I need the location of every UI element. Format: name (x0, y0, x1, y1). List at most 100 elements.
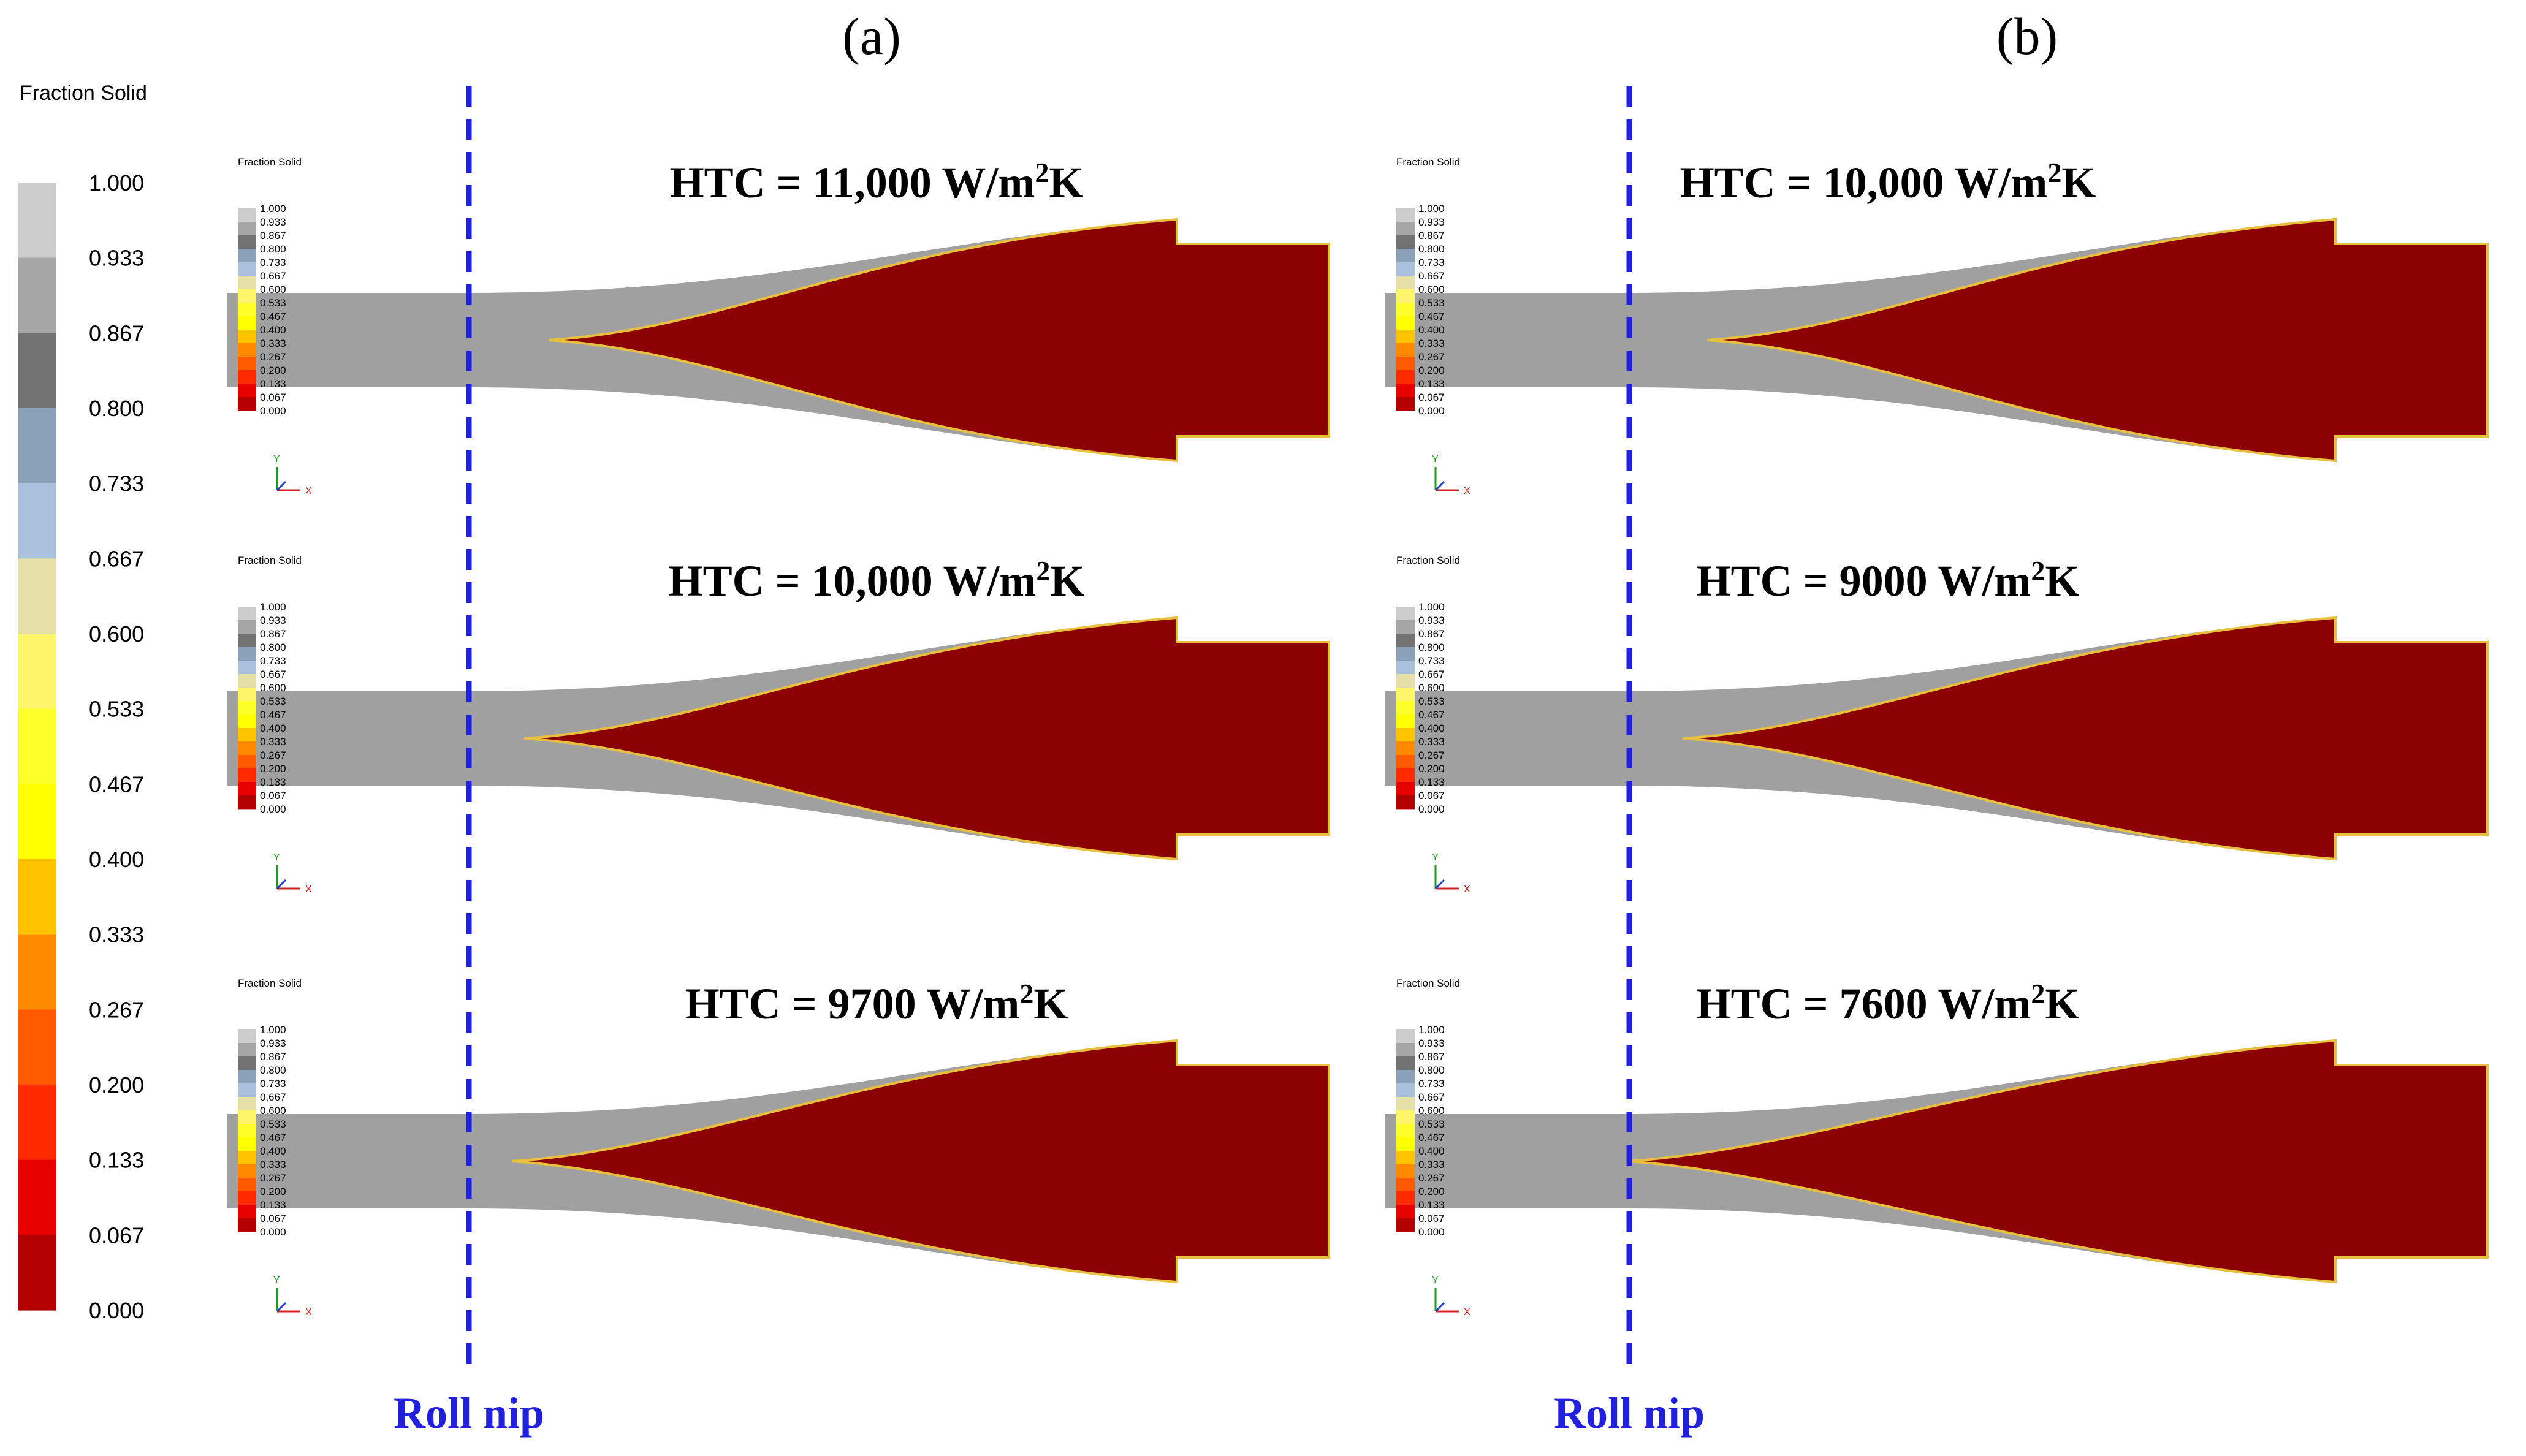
axes-triad: YX (273, 852, 312, 895)
liquid-core (1627, 1039, 2489, 1284)
mini-colorbar-swatch (238, 768, 256, 783)
mini-colorbar-tick: 0.400 (260, 324, 286, 336)
mini-colorbar-tick: 0.267 (1418, 1172, 1445, 1184)
mini-colorbar-tick: 0.333 (260, 1159, 286, 1170)
mini-colorbar-tick: 0.467 (260, 709, 286, 721)
mini-colorbar-tick: 0.000 (260, 803, 286, 815)
x-axis-label: X (1464, 486, 1470, 496)
mini-colorbar-title: Fraction Solid (238, 156, 302, 168)
axes-triad: YX (1432, 852, 1470, 895)
mini-colorbar-tick: 0.667 (1418, 270, 1445, 282)
mini-colorbar-tick: 0.800 (1418, 1064, 1445, 1076)
mini-colorbar-swatch (238, 330, 256, 344)
htc-value: HTC = 9000 W/m (1697, 556, 2031, 605)
mini-colorbar-tick: 0.467 (1418, 311, 1445, 322)
htc-value: HTC = 11,000 W/m (670, 158, 1035, 207)
mini-colorbar-swatch (1396, 384, 1415, 398)
mini-colorbar-tick: 0.333 (260, 736, 286, 748)
mini-colorbar-tick: 0.200 (260, 763, 286, 775)
liquid-core (548, 218, 1330, 463)
mini-colorbar-tick: 0.533 (1418, 297, 1445, 309)
mini-colorbar-tick: 0.467 (260, 311, 286, 322)
mini-colorbar-tick: 0.800 (260, 243, 286, 255)
mini-colorbar-tick: 0.067 (260, 1213, 286, 1224)
mini-colorbar-tick: 0.000 (1418, 405, 1445, 417)
mini-colorbar-swatch (1396, 768, 1415, 783)
mini-colorbar-swatch (1396, 1205, 1415, 1219)
mini-colorbar-tick: 0.400 (260, 722, 286, 734)
htc-value: HTC = 10,000 W/m (669, 556, 1037, 605)
z-axis-arrow (1434, 879, 1445, 890)
mini-colorbar-tick: 0.600 (260, 284, 286, 295)
mini-colorbar-title: Fraction Solid (1396, 555, 1460, 566)
mini-colorbar-swatch (238, 1070, 256, 1084)
htc-value: HTC = 10,000 W/m (1680, 158, 2048, 207)
axes-triad: YX (273, 1275, 312, 1318)
mini-colorbar-swatch (238, 1205, 256, 1219)
mini-colorbar-swatch (1396, 1097, 1415, 1111)
colorbar-tick-label: 0.800 (89, 396, 144, 421)
htc-exponent: 2 (1035, 157, 1049, 188)
htc-label: HTC = 9000 W/m2K (1697, 555, 2080, 606)
mini-colorbar-swatch (238, 370, 256, 384)
htc-exponent: 2 (2031, 555, 2045, 586)
mini-colorbar-tick: 0.467 (260, 1132, 286, 1143)
colorbar-swatch (18, 183, 56, 259)
htc-unit: K (1033, 979, 1068, 1028)
mini-colorbar-tick: 0.867 (260, 230, 286, 241)
htc-value: HTC = 9700 W/m (685, 979, 1020, 1028)
mini-colorbar-swatch (238, 1124, 256, 1138)
mini-colorbar-tick: 0.933 (260, 1037, 286, 1049)
mini-colorbar-swatch (238, 634, 256, 648)
mini-colorbar-swatch (1396, 607, 1415, 621)
mini-colorbar-swatch (1396, 1151, 1415, 1165)
colorbar-swatch (18, 333, 56, 409)
mini-colorbar-tick: 0.133 (260, 378, 286, 390)
mini-colorbar-swatch (238, 1151, 256, 1165)
mini-colorbar-swatch (1396, 1218, 1415, 1232)
x-axis-label: X (305, 884, 312, 895)
colorbar-tick-label: 0.267 (89, 997, 144, 1022)
mini-colorbar-swatch (238, 607, 256, 621)
mini-colorbar-swatch (238, 222, 256, 236)
mini-colorbar-swatch (1396, 728, 1415, 742)
mini-colorbar-tick: 0.533 (1418, 1118, 1445, 1130)
mini-colorbar-swatch (1396, 741, 1415, 756)
mini-colorbar-swatch (238, 1043, 256, 1057)
mini-colorbar-tick: 0.600 (260, 1105, 286, 1117)
mini-colorbar-swatch (238, 397, 256, 411)
colorbar-swatch (18, 1159, 56, 1235)
htc-label: HTC = 7600 W/m2K (1697, 978, 2080, 1029)
z-axis-arrow (276, 480, 287, 491)
mini-colorbar-swatch (238, 289, 256, 303)
colorbar-swatch (18, 859, 56, 935)
htc-unit: K (1050, 556, 1084, 605)
colorbar-swatch (18, 483, 56, 559)
mini-colorbar-swatch (1396, 620, 1415, 634)
mini-colorbar-tick: 0.800 (1418, 642, 1445, 653)
colorbar-tick-label: 0.867 (89, 320, 144, 346)
mini-colorbar-tick: 0.667 (260, 1091, 286, 1103)
mini-colorbar-tick: 0.867 (260, 628, 286, 640)
mini-colorbar-title: Fraction Solid (238, 977, 302, 989)
mini-colorbar-tick: 0.867 (1418, 230, 1445, 241)
mini-colorbar-tick: 0.200 (1418, 365, 1445, 376)
mini-colorbar-swatch (238, 303, 256, 317)
roll-nip-label-b: Roll nip (1554, 1389, 1705, 1438)
mini-colorbar-swatch (238, 1137, 256, 1151)
main-colorbar-swatches (18, 183, 56, 1311)
mini-colorbar-swatch (238, 1191, 256, 1205)
htc-unit: K (2045, 979, 2079, 1028)
mini-colorbar-tick: 0.400 (260, 1145, 286, 1157)
mini-colorbar-tick: 0.200 (260, 1186, 286, 1197)
colorbar-swatch (18, 408, 56, 484)
mini-colorbar-tick: 0.600 (1418, 284, 1445, 295)
htc-unit: K (1049, 158, 1083, 207)
liquid-core (1706, 218, 2489, 463)
mini-colorbar-tick: 0.400 (1418, 722, 1445, 734)
mini-colorbar-tick: 0.800 (260, 642, 286, 653)
mini-colorbar-tick: 0.067 (260, 392, 286, 403)
mini-colorbar-tick: 0.000 (1418, 1226, 1445, 1238)
